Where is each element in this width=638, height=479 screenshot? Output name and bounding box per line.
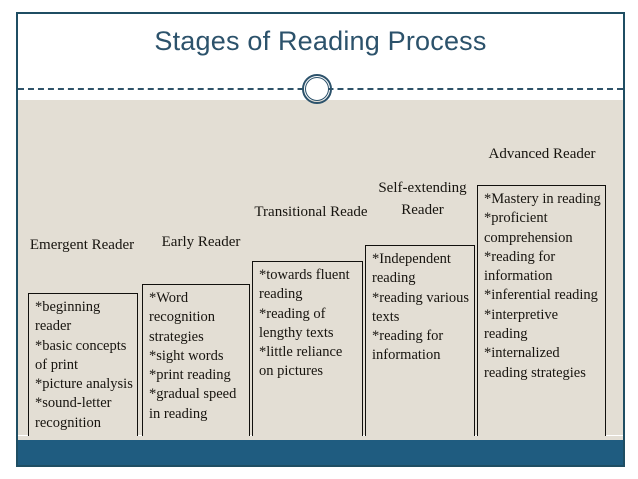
stage-label-self-extending-reader: Self-extending Reader	[378, 180, 467, 218]
stage-box-emergent-reader[interactable]: *beginning reader *basic concepts of pri…	[28, 293, 138, 441]
stage-box-transitional-reader[interactable]: *towards fluent reading *reading of leng…	[252, 261, 363, 441]
stage-box-self-extending-reader[interactable]: *Independent reading *reading various te…	[365, 245, 475, 441]
stage-box-early-reader[interactable]: *Word recognition strategies *sight word…	[142, 284, 250, 441]
stage-label-transitional-reader: Transitional Reade	[254, 204, 368, 220]
circle-decoration-icon	[302, 74, 332, 104]
slide-frame-right	[623, 12, 625, 467]
slide-frame-top	[16, 12, 625, 14]
bottom-bar-accent	[18, 436, 623, 440]
slide-frame-bottom	[16, 465, 625, 467]
slide-frame-left	[16, 12, 18, 467]
bottom-bar	[18, 440, 623, 465]
stage-label-emergent-reader: Emergent Reader	[29, 237, 135, 253]
stage-label-advanced-reader: Advanced Reader	[488, 146, 596, 162]
stage-label-early-reader: Early Reader	[161, 234, 241, 250]
circle-decoration-inner-icon	[305, 77, 329, 101]
stage-box-advanced-reader[interactable]: *Mastery in reading *proficient comprehe…	[477, 185, 606, 441]
page-title: Stages of Reading Process	[154, 26, 487, 56]
